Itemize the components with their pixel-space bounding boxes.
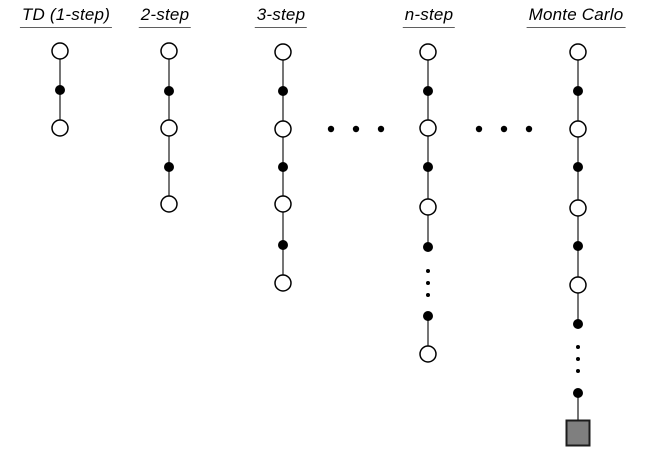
vertical-ellipsis-dot [576, 369, 580, 373]
vertical-ellipsis-dot [426, 293, 430, 297]
vertical-ellipsis-dot [426, 269, 430, 273]
state-node [160, 119, 178, 137]
column-label-2-step: 2-step [138, 5, 192, 28]
state-node [274, 195, 292, 213]
state-node [569, 276, 587, 294]
state-node [569, 120, 587, 138]
action-node [423, 242, 433, 252]
column-label-3-step: 3-step [254, 5, 308, 28]
column-label-td-1-step: TD (1-step) [19, 5, 113, 28]
state-node [51, 42, 69, 60]
state-node [160, 195, 178, 213]
horizontal-ellipsis-dot [475, 125, 483, 133]
state-node [569, 199, 587, 217]
horizontal-ellipsis-dot [525, 125, 533, 133]
horizontal-ellipsis-dot [327, 125, 335, 133]
state-node [51, 119, 69, 137]
action-node [55, 85, 65, 95]
action-node [573, 241, 583, 251]
column-label-n-step: n-step [402, 5, 456, 28]
state-node [274, 120, 292, 138]
action-node [278, 240, 288, 250]
action-node [164, 86, 174, 96]
action-node [573, 162, 583, 172]
state-node [419, 119, 437, 137]
action-node [573, 86, 583, 96]
action-node [278, 86, 288, 96]
state-node [569, 43, 587, 61]
action-node [278, 162, 288, 172]
state-node [160, 42, 178, 60]
vertical-ellipsis-dot [426, 281, 430, 285]
horizontal-ellipsis-dot [377, 125, 385, 133]
column-label-monte-carlo: Monte Carlo [526, 5, 626, 28]
vertical-ellipsis-dot [576, 357, 580, 361]
action-node [423, 86, 433, 96]
action-node [164, 162, 174, 172]
action-node [423, 162, 433, 172]
state-node [419, 43, 437, 61]
state-node [419, 345, 437, 363]
state-node [419, 198, 437, 216]
terminal-state-square [565, 419, 591, 447]
action-node [573, 388, 583, 398]
action-node [423, 311, 433, 321]
horizontal-ellipsis-dot [352, 125, 360, 133]
vertical-ellipsis-dot [576, 345, 580, 349]
state-node [274, 43, 292, 61]
action-node [573, 319, 583, 329]
horizontal-ellipsis-dot [500, 125, 508, 133]
state-node [274, 274, 292, 292]
